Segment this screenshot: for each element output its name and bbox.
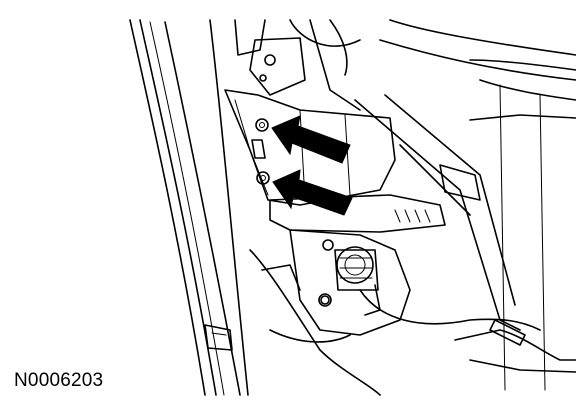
lamp-assembly [289, 229, 541, 336]
air-duct [379, 19, 576, 391]
figure-id-label: N0006203 [14, 370, 104, 391]
callout-arrow-lower [272, 169, 353, 216]
bumper-clip [204, 324, 233, 351]
upper-structure [234, 19, 361, 111]
frame-rail [354, 94, 526, 346]
fastener-bolts [255, 118, 270, 185]
lower-shield [249, 249, 576, 396]
callout-arrow-upper [271, 115, 351, 164]
fender-edge [129, 19, 249, 396]
lower-bracket [269, 194, 446, 233]
